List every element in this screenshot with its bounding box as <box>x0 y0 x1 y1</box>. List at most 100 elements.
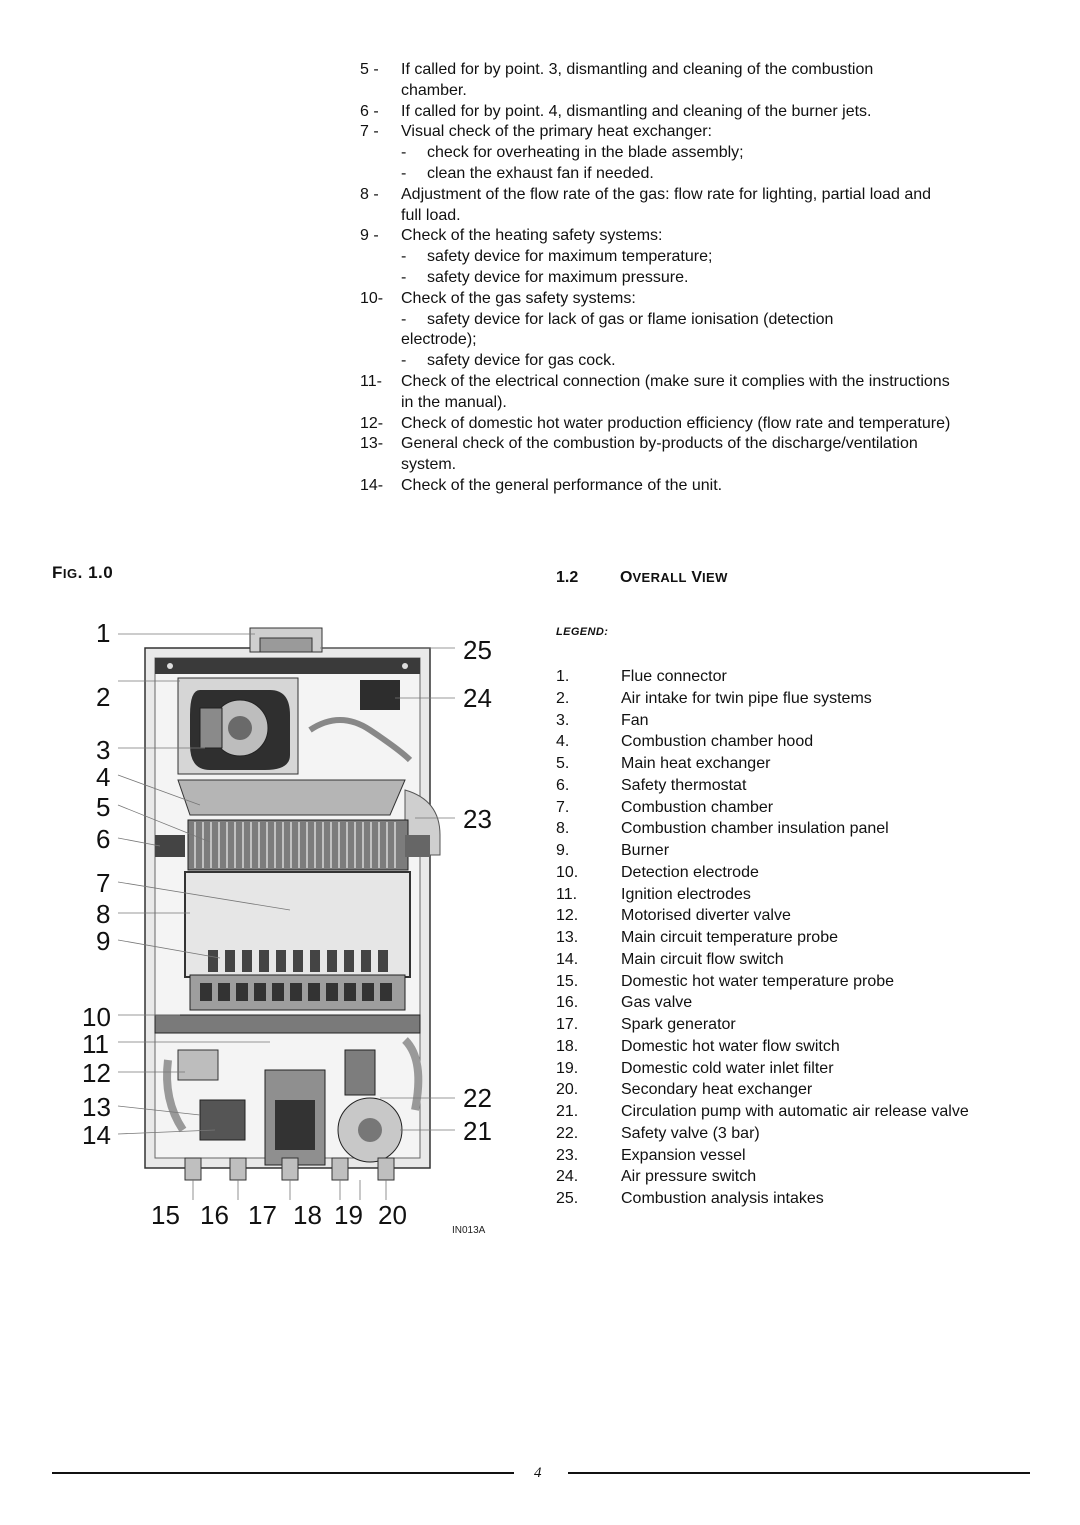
legend-item: 2.Air intake for twin pipe flue systems <box>556 688 1036 710</box>
legend-item: 9. Burner <box>556 840 1036 862</box>
callout-25: 25 <box>463 635 492 665</box>
legend-item: 7.Combustion chamber <box>556 797 1036 819</box>
legend-item: 24.Air pressure switch <box>556 1166 1036 1188</box>
legend-text: Detection electrode <box>621 863 759 881</box>
legend-number: 17. <box>556 1016 579 1033</box>
legend-text: Combustion chamber hood <box>621 733 814 751</box>
legend-item: 22. Safety valve (3 bar) <box>556 1123 1036 1145</box>
step-continuation: full load. <box>401 206 461 224</box>
step-number: 7 - <box>360 123 379 141</box>
step-number: 9 - <box>360 227 379 245</box>
legend-item: 14.Main circuit flow switch <box>556 949 1036 971</box>
step-continuation: chamber. <box>401 81 467 99</box>
legend-item: 1. Flue connector <box>556 666 1036 688</box>
legend-number: 9. <box>556 842 570 859</box>
step-text: Adjustment of the flow rate of the gas: … <box>401 185 932 203</box>
legend-item: 6. Safety thermostat <box>556 775 1036 797</box>
callout-12: 12 <box>82 1058 111 1088</box>
figure-title-prefix: F <box>52 563 63 582</box>
legend-item: 19.Domestic cold water inlet filter <box>556 1058 1036 1080</box>
legend-item: 21.Circulation pump with automatic air r… <box>556 1101 1036 1123</box>
legend-text: Domestic cold water inlet filter <box>621 1059 834 1077</box>
legend-text: Air intake for twin pipe flue systems <box>621 689 872 707</box>
section-number: 1.2 <box>556 569 579 586</box>
callout-20: 20 <box>378 1200 407 1230</box>
footer-rule-left <box>52 1472 514 1474</box>
callout-8: 8 <box>96 899 111 929</box>
legend-text: Motorised diverter valve <box>621 907 791 925</box>
legend-number: 1. <box>556 668 570 685</box>
callout-17: 17 <box>248 1200 277 1230</box>
legend-text: Combustion chamber insulation panel <box>621 820 889 838</box>
subitem-text: clean the exhaust fan if needed. <box>427 164 654 182</box>
legend-number: 22. <box>556 1124 579 1142</box>
legend-item: 3.Fan <box>556 710 1036 732</box>
callout-16: 16 <box>200 1200 229 1230</box>
step-number: 10- <box>360 289 384 307</box>
legend-text: Safety valve (3 bar) <box>621 1124 760 1142</box>
callout-15: 15 <box>151 1200 180 1230</box>
callout-21: 21 <box>463 1116 492 1146</box>
step-subitem: -safety device for gas cock. <box>360 351 1040 372</box>
step-item: 6 -If called for by point. 4, dismantlin… <box>360 102 1040 123</box>
legend-item: 11. Ignition electrodes <box>556 884 1036 906</box>
legend-number: 7. <box>556 798 570 816</box>
callout-10: 10 <box>82 1002 111 1032</box>
step-number: 8 - <box>360 185 379 203</box>
step-subitem: -safety device for maximum pressure. <box>360 268 1040 289</box>
legend-list: 1. Flue connector 2.Air intake for twin pi… <box>556 666 1036 1210</box>
step-text: Check of the electrical connection (make… <box>401 372 950 390</box>
legend-text: Circulation pump with automatic air rele… <box>621 1103 969 1120</box>
legend-number: 11. <box>556 885 578 903</box>
legend-item: 23.Expansion vessel <box>556 1145 1036 1167</box>
step-subitem: -check for overheating in the blade asse… <box>360 143 1040 164</box>
step-subitem: -safety device for maximum temperature; <box>360 247 1040 268</box>
callout-18: 18 <box>293 1200 322 1230</box>
legend-text: Burner <box>621 842 670 859</box>
legend-number: 18. <box>556 1037 579 1055</box>
callout-3: 3 <box>96 735 111 765</box>
callout-11: 11 <box>82 1029 109 1059</box>
legend-number: 23. <box>556 1146 579 1164</box>
step-text: Visual check of the primary heat exchang… <box>401 123 712 141</box>
legend-item: 18.Domestic hot water flow switch <box>556 1036 1036 1058</box>
callout-5: 5 <box>96 792 111 822</box>
callout-6: 6 <box>96 824 111 854</box>
maintenance-steps-list: 5 -If called for by point. 3, dismantlin… <box>360 60 1040 497</box>
figure-title-smallcaps: IG <box>62 566 78 581</box>
step-text: If called for by point. 3, dismantling a… <box>401 61 874 78</box>
legend-number: 25. <box>556 1190 579 1207</box>
step-text: Check of domestic hot water production e… <box>401 414 951 432</box>
legend-text: Safety thermostat <box>621 776 747 794</box>
step-subitem: -clean the exhaust fan if needed. <box>360 164 1040 185</box>
boiler-diagram: 1 2 3 4 5 6 7 8 9 10 11 12 13 14 25 24 2… <box>60 610 530 1250</box>
callout-14: 14 <box>82 1120 111 1150</box>
callout-23: 23 <box>463 804 492 834</box>
step-item: 13-General check of the combustion by-pr… <box>360 434 1040 455</box>
legend-text: Flue connector <box>621 668 727 685</box>
step-continuation: electrode); <box>401 331 477 349</box>
footer-rule-right <box>568 1472 1030 1474</box>
subitem-dash: - <box>401 352 407 370</box>
step-number: 13- <box>360 435 384 453</box>
step-continuation: system. <box>401 456 457 474</box>
callout-13: 13 <box>82 1092 111 1122</box>
step-number: 12- <box>360 414 384 432</box>
step-item: 14-Check of the general performance of t… <box>360 476 1040 497</box>
legend-number: 6. <box>556 776 570 794</box>
step-item: 10-Check of the gas safety systems: <box>360 289 1040 310</box>
legend-text: Ignition electrodes <box>621 885 751 903</box>
section-title-first-sc: VERALL <box>632 570 687 585</box>
legend-item: 17.Spark generator <box>556 1014 1036 1036</box>
subitem-dash: - <box>401 248 407 266</box>
step-number: 11- <box>360 372 382 390</box>
step-item: 8 - Adjustment of the flow rate of the ga… <box>360 185 1040 206</box>
legend-number: 8. <box>556 820 570 838</box>
step-text: Check of the general performance of the … <box>401 476 723 494</box>
subitem-dash: - <box>401 268 407 286</box>
legend-number: 4. <box>556 733 570 751</box>
subitem-dash: - <box>401 144 407 162</box>
legend-text: Main heat exchanger <box>621 755 771 772</box>
callout-4: 4 <box>96 762 111 792</box>
step-subitem: -safety device for lack of gas or flame … <box>360 310 1040 331</box>
